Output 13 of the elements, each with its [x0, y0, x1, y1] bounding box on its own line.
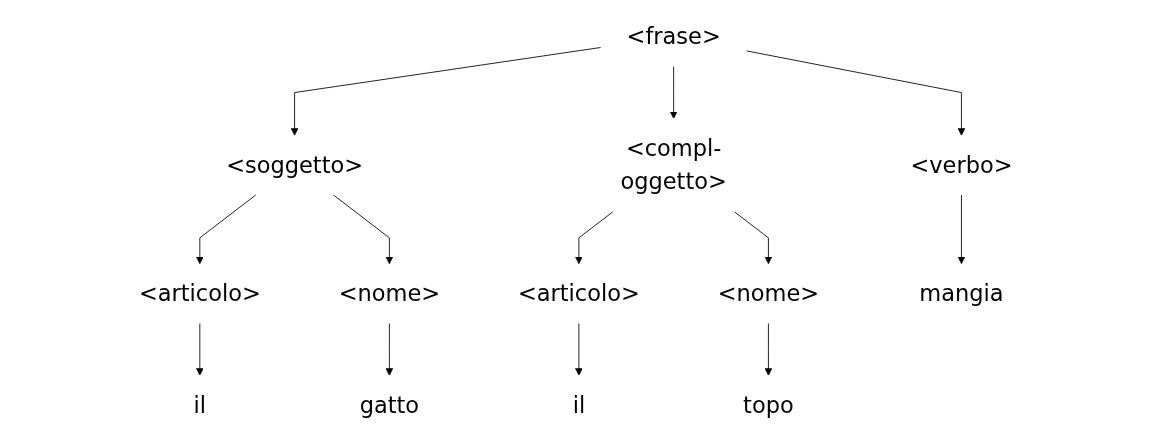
node-text: <verbo> [910, 151, 1013, 178]
node-text: <articolo> [139, 280, 262, 307]
node-text: il [193, 391, 207, 418]
node-text: il [572, 391, 586, 418]
node-text: gatto [359, 391, 420, 418]
node-text: <soggetto> [226, 151, 364, 178]
node-text: <nome> [717, 280, 820, 307]
node-text: topo [743, 391, 795, 418]
node-text: <articolo> [518, 280, 641, 307]
node-text: mangia [919, 280, 1004, 307]
node-text: <compl-oggetto> [620, 134, 728, 195]
node-text: <frase> [626, 23, 722, 50]
node-text: <nome> [338, 280, 441, 307]
